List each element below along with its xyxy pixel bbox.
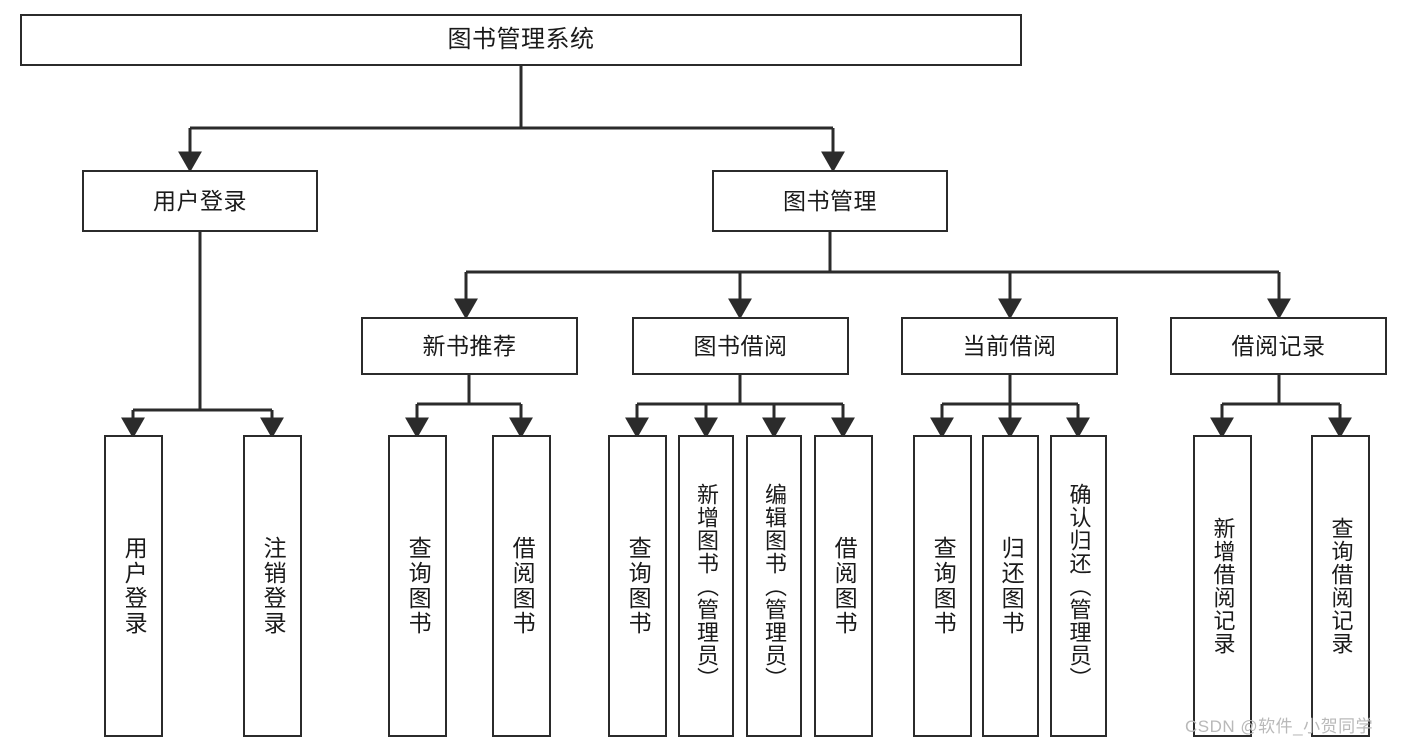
node-label: 注销登录 (260, 536, 287, 636)
node-book-management[interactable]: 图书管理 (712, 170, 948, 232)
node-label: 查询图书 (930, 536, 957, 636)
node-leaf-query-book-borrow[interactable]: 查询图书 (608, 435, 667, 737)
node-label: 用户登录 (153, 187, 247, 214)
node-leaf-query-book-current[interactable]: 查询图书 (913, 435, 972, 737)
node-leaf-borrow-book[interactable]: 借阅图书 (814, 435, 873, 737)
node-label: 借阅记录 (1231, 332, 1326, 359)
node-label: 借阅图书 (509, 536, 536, 636)
node-label: 新增借阅记录 (1210, 517, 1236, 655)
node-label: 归还图书 (998, 536, 1025, 636)
node-label: 查询图书 (625, 536, 652, 636)
watermark-text: CSDN @软件_小贺同学 (1185, 717, 1374, 736)
node-leaf-logout[interactable]: 注销登录 (243, 435, 302, 737)
node-leaf-borrow-book-recommend[interactable]: 借阅图书 (492, 435, 551, 737)
node-label: 图书管理 (783, 187, 877, 214)
node-leaf-add-book-admin[interactable]: 新增图书（管理员） (678, 435, 734, 737)
node-label: 借阅图书 (831, 536, 858, 636)
node-label: 查询借阅记录 (1328, 517, 1354, 655)
node-label: 新书推荐 (422, 332, 517, 359)
node-label: 确认归还（管理员） (1066, 482, 1092, 690)
node-user-login[interactable]: 用户登录 (82, 170, 318, 232)
node-label: 图书管理系统 (447, 26, 595, 54)
node-label: 查询图书 (405, 536, 432, 636)
node-leaf-confirm-return-admin[interactable]: 确认归还（管理员） (1050, 435, 1107, 737)
node-leaf-edit-book-admin[interactable]: 编辑图书（管理员） (746, 435, 802, 737)
node-leaf-query-borrow-record[interactable]: 查询借阅记录 (1311, 435, 1370, 737)
node-label: 编辑图书（管理员） (761, 482, 787, 690)
node-book-management-system[interactable]: 图书管理系统 (20, 14, 1022, 66)
node-leaf-add-borrow-record[interactable]: 新增借阅记录 (1193, 435, 1252, 737)
node-current-borrow[interactable]: 当前借阅 (901, 317, 1118, 375)
node-leaf-return-book[interactable]: 归还图书 (982, 435, 1039, 737)
node-book-borrow[interactable]: 图书借阅 (632, 317, 849, 375)
node-label: 用户登录 (121, 536, 148, 636)
node-label: 新增图书（管理员） (693, 482, 719, 690)
node-leaf-query-book-recommend[interactable]: 查询图书 (388, 435, 447, 737)
node-label: 当前借阅 (962, 332, 1057, 359)
node-label: 图书借阅 (693, 332, 788, 359)
node-new-book-recommend[interactable]: 新书推荐 (361, 317, 578, 375)
node-leaf-user-login[interactable]: 用户登录 (104, 435, 163, 737)
node-borrow-record[interactable]: 借阅记录 (1170, 317, 1387, 375)
